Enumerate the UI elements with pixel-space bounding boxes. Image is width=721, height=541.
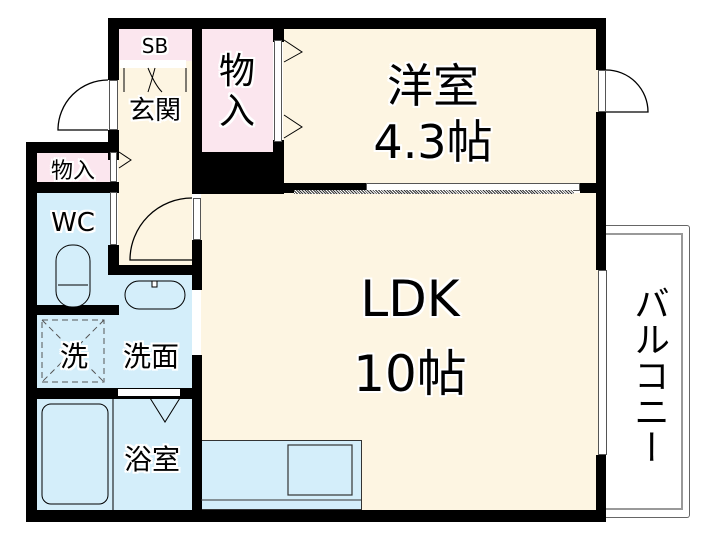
ldk-door-frame[interactable] — [193, 198, 201, 240]
wall — [596, 455, 606, 522]
sb-opening — [120, 60, 186, 68]
western-window — [598, 70, 606, 112]
western-room-size: 4.3帖 — [373, 115, 493, 169]
wall — [26, 142, 37, 522]
toilet-label: WC — [51, 208, 95, 238]
wall — [192, 152, 284, 194]
storage-small-label: 物入 — [50, 159, 95, 184]
western-room-area — [283, 28, 603, 183]
bathroom-door[interactable] — [118, 389, 180, 396]
western-room-name: 洋室 — [387, 59, 479, 113]
storage-door-frame[interactable] — [274, 40, 282, 142]
storage-small-area — [36, 152, 110, 182]
ldk-size: 10帖 — [353, 345, 467, 403]
wall — [108, 18, 606, 29]
wall — [108, 265, 202, 275]
wall — [580, 183, 606, 193]
small-storage-door[interactable] — [110, 152, 117, 182]
wall — [26, 510, 606, 522]
storage-top-area — [201, 28, 273, 152]
wall — [26, 305, 119, 315]
balcony-label: バルコニー — [628, 285, 669, 465]
balcony-window[interactable] — [598, 270, 607, 455]
wall — [192, 18, 202, 178]
entrance-label: 玄関 — [128, 96, 181, 126]
shoebox-area — [118, 28, 192, 61]
wall — [273, 140, 284, 194]
storage-top-label-1: 物 — [218, 51, 255, 92]
wall — [26, 182, 119, 193]
wall — [26, 388, 202, 399]
washroom-label: 洗面 — [122, 340, 179, 373]
storage-top-label-2: 入 — [218, 91, 255, 132]
ldk-side-opening — [193, 290, 201, 355]
wall — [108, 245, 119, 275]
entrance-area — [118, 61, 192, 271]
sliding-door-track — [294, 190, 574, 194]
shoebox-label: SB — [141, 34, 169, 58]
wall — [273, 18, 284, 42]
wall — [284, 183, 366, 193]
wc-door-frame[interactable] — [110, 192, 117, 245]
balcony — [606, 225, 690, 518]
front-door-frame[interactable] — [109, 80, 118, 130]
ldk-name: LDK — [360, 270, 460, 328]
washer-label: 洗 — [59, 340, 88, 373]
bathroom-label: 浴室 — [123, 443, 180, 476]
wall — [26, 142, 119, 153]
wall — [192, 355, 202, 522]
wall — [108, 18, 119, 80]
wall — [596, 18, 606, 70]
